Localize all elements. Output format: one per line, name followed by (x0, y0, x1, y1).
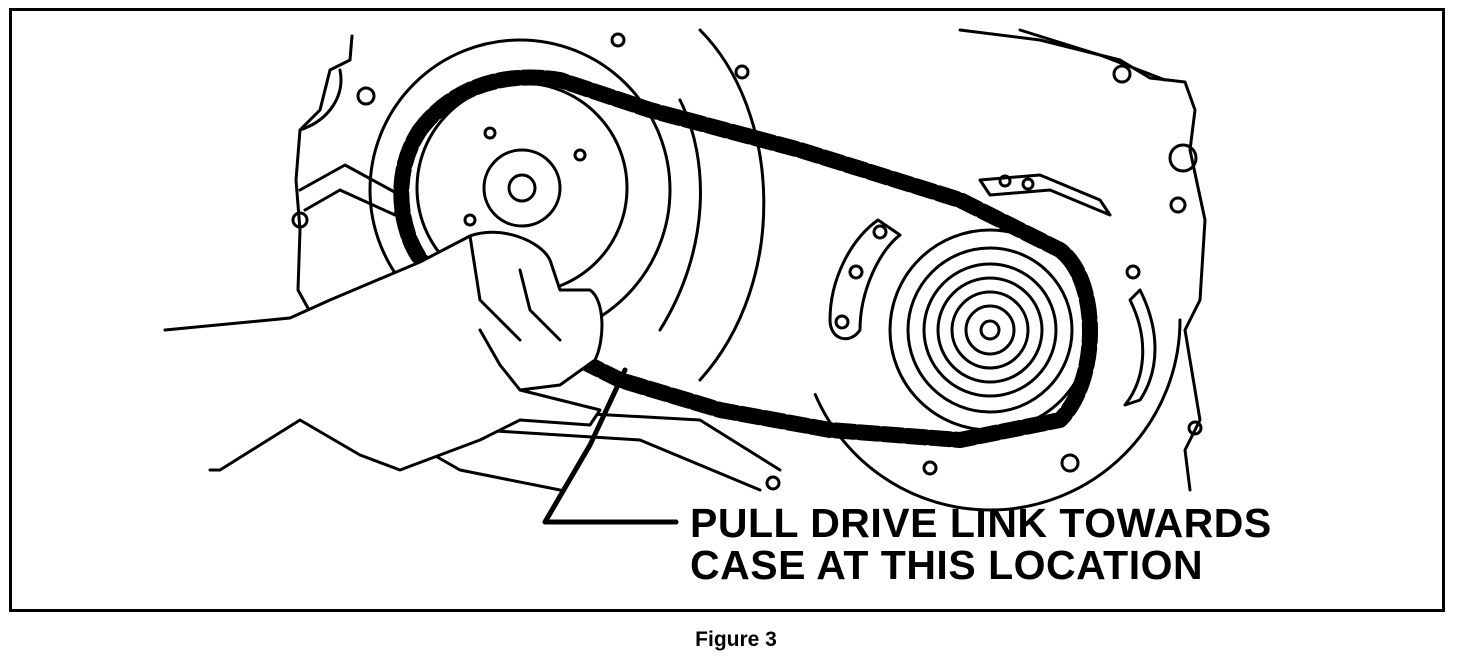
hand-outline (163, 230, 604, 472)
bolt-hole-left-3 (610, 32, 626, 48)
case-upper-left-curve (298, 68, 343, 132)
callout-text: PULL DRIVE LINK TOWARDS CASE AT THIS LOC… (690, 502, 1272, 586)
bolt-hole-right-3 (1169, 196, 1187, 214)
driven-ring-3 (936, 276, 1044, 384)
driven-ring-5 (964, 304, 1016, 356)
case-top-right (1018, 28, 1167, 82)
bolt-hole-right-1 (1112, 64, 1132, 84)
guide-right (1123, 288, 1157, 407)
lower-hole-2 (765, 475, 781, 491)
guide-right-hole (1125, 264, 1141, 280)
callout-line-1: PULL DRIVE LINK TOWARDS (690, 500, 1272, 546)
lower-hole-3 (922, 460, 938, 476)
drive-sprocket-bore (507, 173, 537, 203)
drive-sprocket-hub (482, 148, 562, 228)
hand-finger-1 (468, 234, 522, 342)
driven-ring-2 (922, 262, 1058, 398)
drive-sprocket-hole-2 (573, 148, 587, 162)
bolt-hole-right-5 (1060, 453, 1080, 473)
figure-frame (9, 8, 1445, 612)
guide-left (828, 218, 902, 341)
driven-ring-4 (950, 290, 1030, 370)
drive-sprocket-hole-1 (483, 126, 497, 140)
guide-hole-2 (848, 264, 864, 280)
drive-case-arc (658, 98, 702, 332)
hand-thumb (478, 328, 522, 392)
drive-chain-path (393, 69, 1098, 448)
bolt-hole-right-2 (1168, 143, 1198, 173)
driven-bore (979, 319, 1001, 341)
guide-hole-1 (872, 224, 888, 240)
callout-leader (542, 367, 679, 525)
callout-line-2: CASE AT THIS LOCATION (690, 542, 1204, 588)
guide-upper-hole-2 (1021, 177, 1035, 191)
guide-upper (978, 173, 1112, 217)
hand-finger-2 (518, 268, 562, 342)
bolt-hole-left-1 (356, 86, 376, 106)
driven-sprocket-arc (798, 128, 1182, 512)
bolt-hole-right-4 (1187, 420, 1203, 436)
bolt-hole-left-4 (734, 64, 750, 80)
figure-caption: Figure 3 (695, 628, 777, 651)
driven-ring-1 (906, 246, 1074, 414)
bolt-hole-left-2 (291, 211, 309, 229)
case-outline-right (958, 28, 1207, 492)
drive-case-arc-outer (698, 28, 766, 382)
guide-hole-3 (834, 314, 850, 330)
drive-sprocket-hole-3 (463, 213, 477, 227)
guide-upper-hole-1 (998, 174, 1012, 188)
case-left-bracket (298, 163, 402, 217)
case-lower-rib-2 (478, 428, 762, 492)
